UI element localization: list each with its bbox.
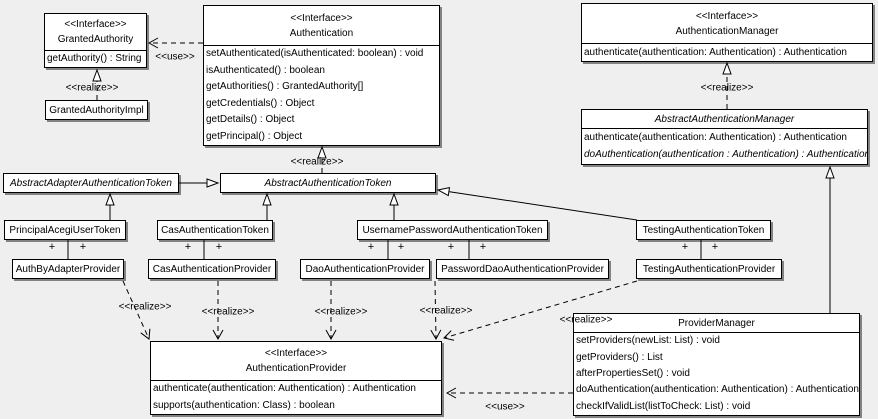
stereotype-label: <<Interface>>	[695, 10, 759, 22]
class-cas-authentication-token: CasAuthenticationToken	[157, 220, 273, 240]
method: doAuthentication(authentication: Authent…	[576, 384, 859, 396]
class-name: PrincipalAcegiUserToken	[9, 224, 121, 236]
multiplicity-label: +	[184, 241, 192, 253]
edge-label-realize: <<realize>>	[700, 82, 754, 94]
method-compartment: authenticate(authentication: Authenticat…	[151, 381, 441, 414]
method: getAuthorities() : GrantedAuthority[]	[206, 81, 364, 93]
stereotype-label: <<Interface>>	[264, 348, 328, 359]
method: setAuthenticated(isAuthenticated: boolea…	[206, 48, 424, 60]
method: setProviders(newList: List) : void	[576, 335, 720, 347]
edge-realize-testingprovider	[443, 280, 638, 341]
method-compartment: getAuthority() : String	[45, 51, 146, 67]
edge-label-realize: <<realize>>	[559, 314, 613, 326]
class-abstract-authentication-token: AbstractAuthenticationToken	[220, 173, 436, 193]
class-name: TestingAuthenticationToken	[642, 224, 765, 236]
stereotype-label: <<Interface>>	[64, 19, 127, 30]
class-header: <<Interface>> GrantedAuthority	[45, 14, 146, 51]
stereotype-label: <<Interface>>	[290, 12, 353, 24]
method: checkIfValidList(listToCheck: List) : vo…	[576, 400, 751, 412]
method-compartment: authenticate(authentication: Authenticat…	[582, 44, 872, 61]
class-principal-acegi-user-token: PrincipalAcegiUserToken	[4, 220, 126, 240]
class-name: TestingAuthenticationProvider	[642, 263, 776, 275]
edge-realize-authbyadapter-provider	[122, 280, 151, 340]
class-name: UsernamePasswordAuthenticationToken	[362, 224, 543, 236]
class-auth-by-adapter-provider: AuthByAdapterProvider	[12, 259, 124, 279]
class-abstract-authentication-manager: AbstractAuthenticationManager authentica…	[581, 109, 868, 165]
class-name: AuthenticationProvider	[245, 363, 347, 374]
multiplicity-label: +	[711, 241, 719, 253]
method: supports(authentication: Class) : boolea…	[153, 399, 335, 411]
class-password-dao-authentication-provider: PasswordDaoAuthenticationProvider	[436, 259, 609, 279]
class-name: PasswordDaoAuthenticationProvider	[441, 263, 604, 275]
edge-generalization-testingtoken-to-abstracttoken	[436, 187, 638, 221]
edge-label-realize: <<realize>>	[419, 305, 473, 317]
class-username-password-authentication-token: UsernamePasswordAuthenticationToken	[357, 220, 548, 240]
class-name: AuthByAdapterProvider	[15, 263, 121, 275]
method-compartment: setProviders(newList: List) : void getPr…	[574, 333, 859, 415]
class-name: Authentication	[289, 27, 354, 39]
class-name: ProviderManager	[574, 314, 859, 333]
class-name: AbstractAuthenticationToken	[264, 177, 392, 189]
class-provider-manager: ProviderManager setProviders(newList: Li…	[573, 313, 860, 416]
multiplicity-label: +	[215, 241, 223, 253]
method: authenticate(authentication: Authenticat…	[584, 131, 847, 143]
edge-label-use: <<use>>	[155, 51, 195, 63]
multiplicity-label: +	[397, 241, 405, 253]
multiplicity-label: +	[447, 241, 455, 253]
edge-label-realize: <<realize>>	[290, 156, 344, 168]
multiplicity-label: +	[367, 241, 375, 253]
method: getDetails() : Object	[206, 114, 295, 126]
edge-label-realize: <<realize>>	[314, 306, 368, 318]
class-granted-authority: <<Interface>> GrantedAuthority getAuthor…	[44, 13, 147, 68]
class-abstract-adapter-authentication-token: AbstractAdapterAuthenticationToken	[3, 173, 179, 193]
class-name: CasAuthenticationToken	[161, 224, 269, 236]
class-authentication: <<Interface>> Authentication setAuthenti…	[203, 5, 440, 146]
method: authenticate(authentication: Authenticat…	[584, 46, 847, 58]
method: getProviders() : List	[576, 351, 663, 363]
class-authentication-manager: <<Interface>> AuthenticationManager auth…	[581, 3, 873, 62]
class-testing-authentication-token: TestingAuthenticationToken	[636, 220, 771, 240]
class-dao-authentication-provider: DaoAuthenticationProvider	[300, 259, 430, 279]
method: doAuthentication(authentication : Authen…	[584, 149, 867, 161]
class-name: GrantedAuthority	[57, 34, 134, 45]
class-name: AuthenticationManager	[675, 25, 779, 37]
multiplicity-label: +	[79, 241, 87, 253]
multiplicity-label: +	[479, 241, 487, 253]
method: getPrincipal() : Object	[206, 130, 303, 142]
edge-label-realize: <<realize>>	[65, 82, 119, 94]
class-name: DaoAuthenticationProvider	[305, 263, 425, 275]
edge-label-realize: <<realize>>	[201, 306, 255, 318]
edge-label-use: <<use>>	[485, 401, 525, 413]
class-header: <<Interface>> Authentication	[204, 6, 439, 46]
class-testing-authentication-provider: TestingAuthenticationProvider	[636, 259, 782, 279]
class-name: AbstractAuthenticationManager	[582, 110, 867, 129]
method: getAuthority() : String	[47, 53, 142, 64]
multiplicity-label: +	[48, 241, 56, 253]
class-name: CasAuthenticationProvider	[152, 263, 272, 275]
class-cas-authentication-provider: CasAuthenticationProvider	[148, 259, 276, 279]
class-granted-authority-impl: GrantedAuthorityImpl	[45, 100, 148, 120]
method-compartment: setAuthenticated(isAuthenticated: boolea…	[204, 46, 439, 145]
method: isAuthenticated() : boolean	[206, 64, 325, 76]
method: authenticate(authentication: Authenticat…	[153, 383, 416, 395]
method-compartment: authenticate(authentication: Authenticat…	[582, 129, 867, 164]
class-name: GrantedAuthorityImpl	[49, 104, 144, 116]
edge-realize-passworddaoprovider	[430, 280, 442, 341]
class-authentication-provider: <<Interface>> AuthenticationProvider aut…	[150, 341, 442, 415]
method: afterPropertiesSet() : void	[576, 367, 690, 379]
method: getCredentials() : Object	[206, 97, 315, 109]
multiplicity-label: +	[681, 241, 689, 253]
class-header: <<Interface>> AuthenticationManager	[582, 4, 872, 44]
class-name: AbstractAdapterAuthenticationToken	[10, 177, 172, 189]
class-header: <<Interface>> AuthenticationProvider	[151, 342, 441, 381]
edge-label-realize: <<realize>>	[118, 301, 172, 313]
